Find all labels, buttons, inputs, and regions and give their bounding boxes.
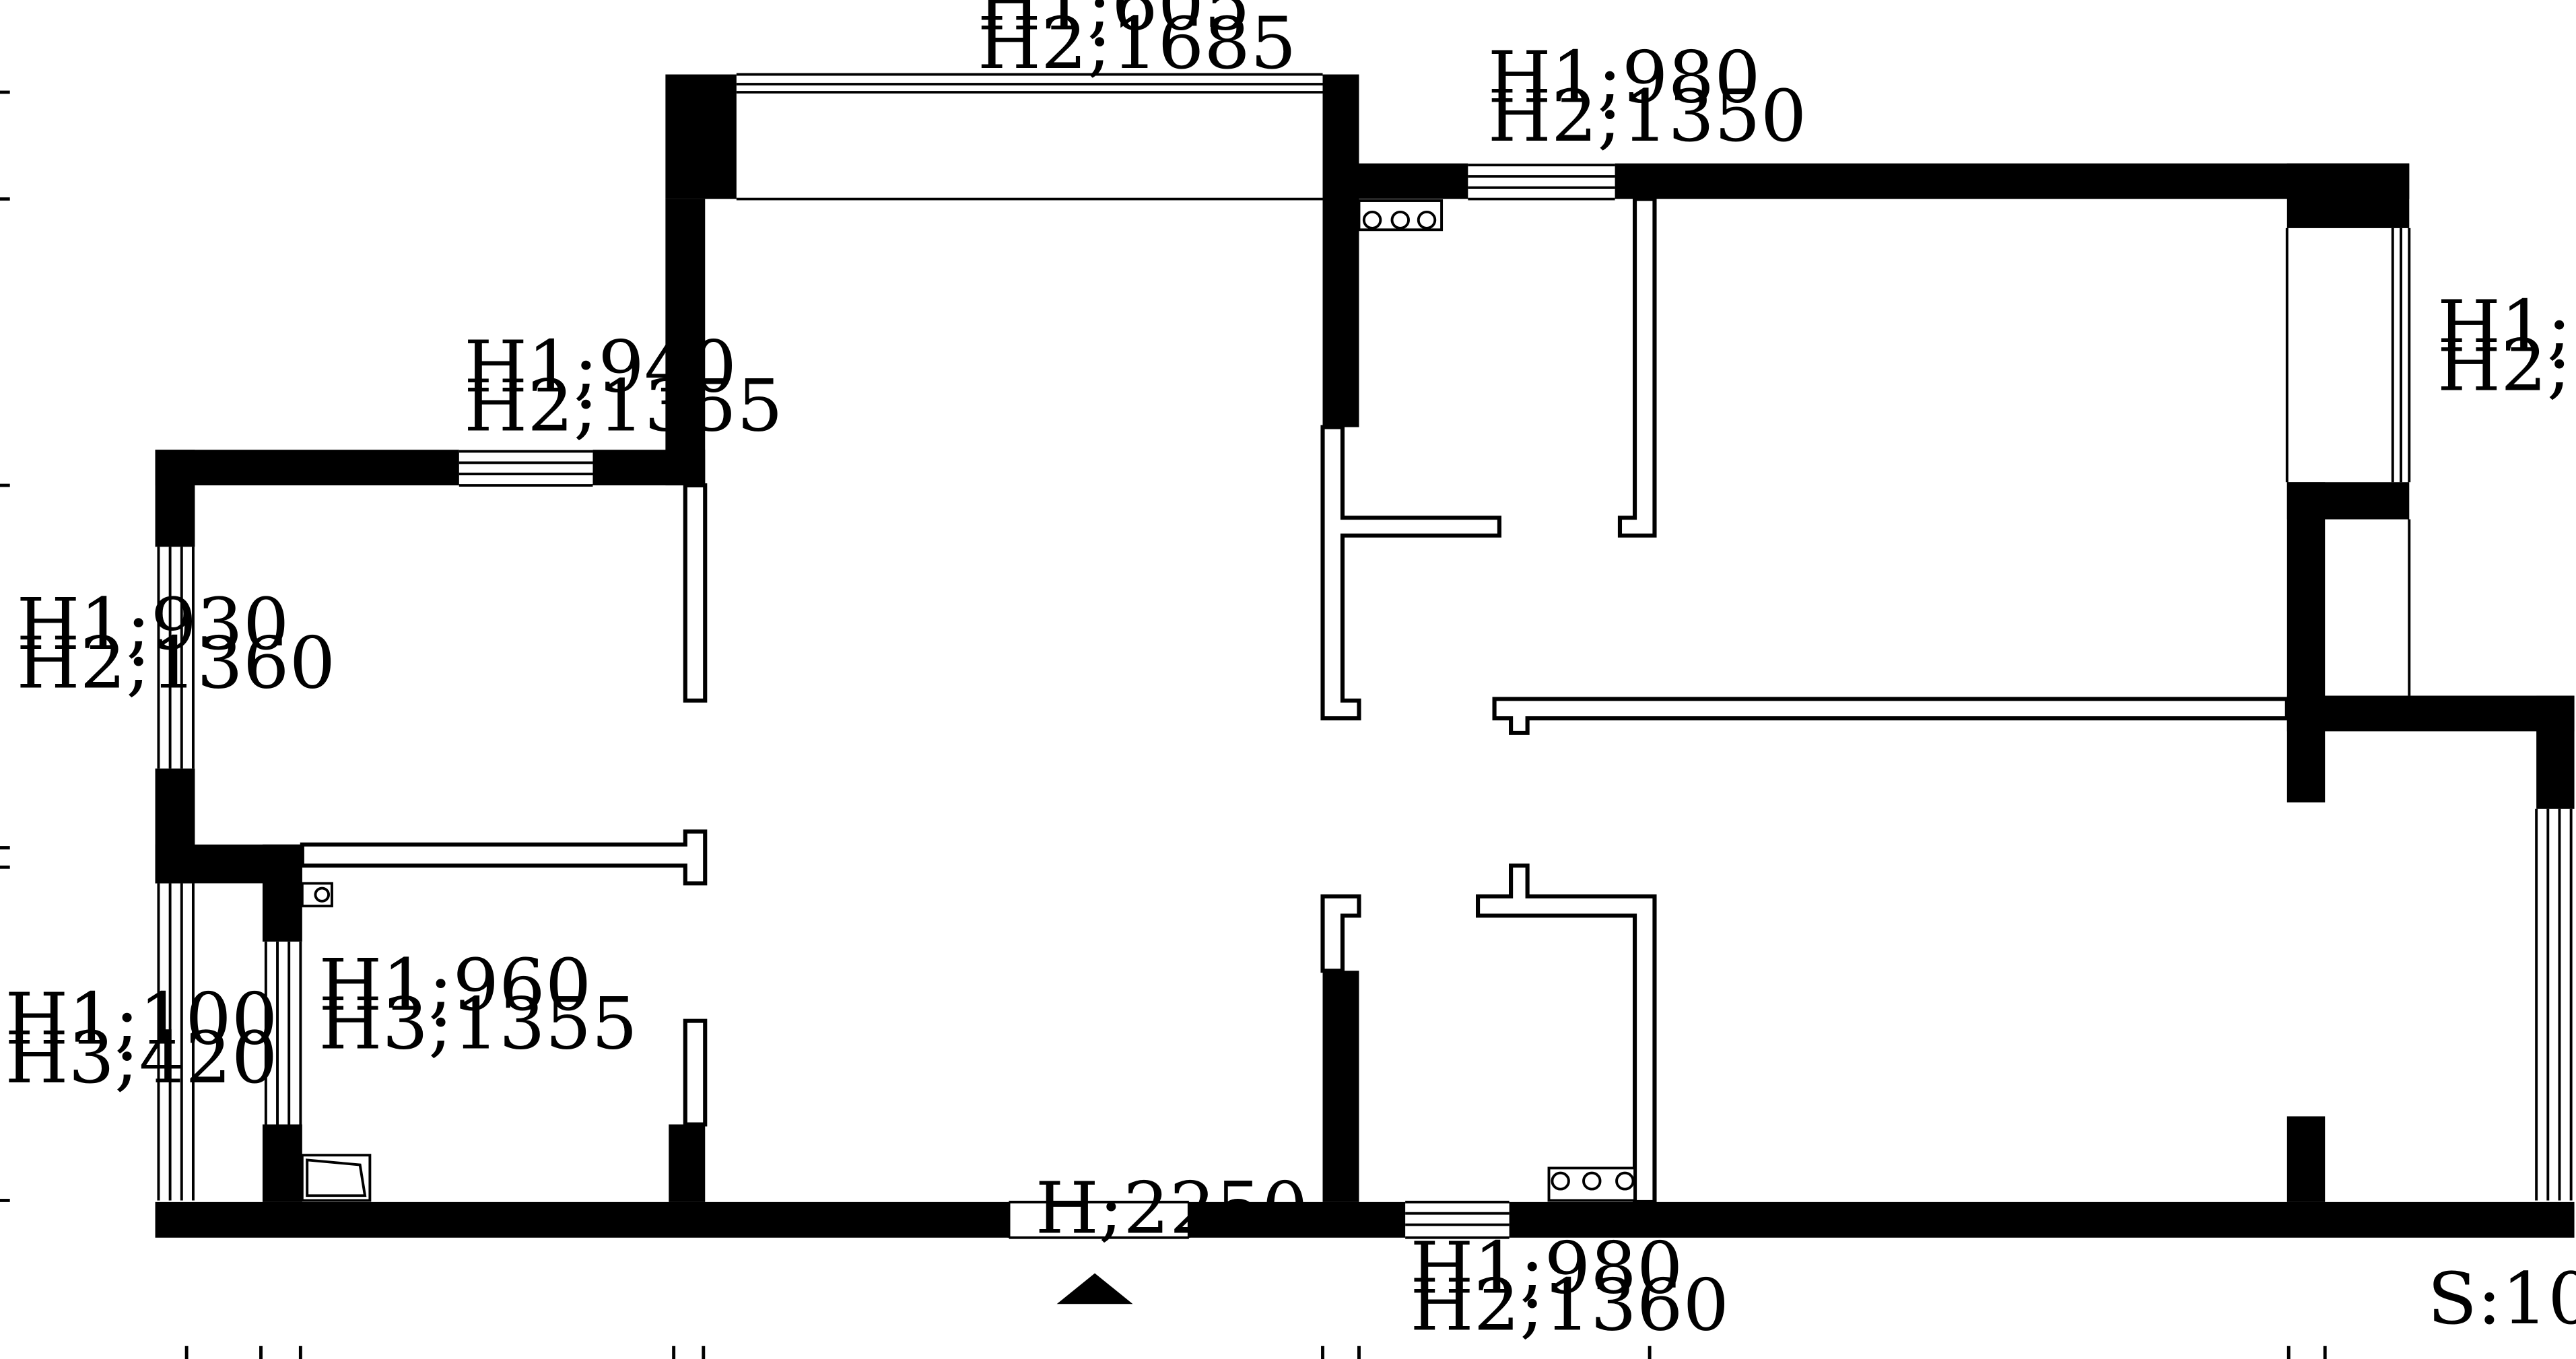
- label-left-lower-h1: H1;100: [5, 978, 277, 1061]
- wall-bathroom-upper: [262, 844, 302, 942]
- window-left-upper-top: [459, 450, 593, 487]
- wall-inner-stub: [669, 1124, 706, 1202]
- toilet: [300, 1154, 372, 1202]
- partition-right-l: [1617, 197, 1657, 538]
- label-left-lower-h3: H3;420: [5, 1017, 277, 1100]
- window-bottom-center: [1405, 1200, 1510, 1239]
- labels: H1;605 H2;1685 H1;980 H2;1350 H1;600 H2;…: [5, 0, 2576, 1347]
- label-right-upper-h2: H2;1690: [2437, 324, 2576, 407]
- wall-right-lower-post: [2536, 695, 2575, 809]
- partition-left-horizontal: [300, 829, 708, 886]
- windows: [157, 73, 2573, 1239]
- wall-center-lower: [1322, 971, 1359, 1202]
- partition-center-lower-stub: [1320, 894, 1361, 973]
- wall-center-divider: [1322, 165, 1359, 427]
- label-bottom-center-h2: H2;1360: [1410, 1265, 1729, 1348]
- window-left-lower: [157, 883, 195, 1201]
- wall-top-right-short: [1322, 163, 1468, 199]
- label-top-center-h2: H2;1685: [978, 3, 1297, 85]
- wall-top-right-long: [1615, 163, 2410, 199]
- label-top-right-h2: H2;1350: [1488, 75, 1807, 158]
- label-bottom-center-h1: H1;980: [1410, 1227, 1683, 1310]
- partition-lower-right: [1475, 863, 1657, 1204]
- label-left-upper-top-h1: H1;940: [464, 326, 737, 409]
- partition-left-lower: [683, 1018, 708, 1127]
- stove-bottom: [1547, 1166, 1637, 1202]
- stove-top: [1357, 199, 1444, 232]
- bottom-ticks: [184, 1346, 2327, 1359]
- partitions: [300, 197, 2289, 1204]
- wall-left-upper-stub: [155, 450, 195, 547]
- wall-upper-left-corner: [592, 450, 706, 486]
- wall-right-lower-horizontal: [2286, 695, 2575, 732]
- window-right-upper: [2285, 228, 2411, 483]
- wall-right-corner: [2286, 163, 2410, 228]
- window-right-lower: [2535, 808, 2573, 1201]
- wall-right-mid-vertical: [2286, 482, 2326, 803]
- wall-left-top: [155, 450, 459, 486]
- label-top-right-h1: H1;980: [1488, 36, 1761, 119]
- wall-right-bottom-post: [2286, 1116, 2326, 1202]
- label-door: H;2250: [1036, 1168, 1308, 1251]
- entrance-arrow-icon: [1056, 1273, 1133, 1304]
- partition-long-horizontal: [1492, 697, 2289, 735]
- fixtures: [300, 199, 1637, 1202]
- wall-center-top-post: [1322, 74, 1359, 166]
- floor-drain: [300, 882, 333, 907]
- wall-bottom-middle: [1188, 1201, 1406, 1238]
- label-right-upper-h1: H1;600: [2437, 286, 2576, 369]
- label-bathroom-h1: H1;960: [318, 944, 591, 1027]
- label-area: S:100㎡: [2427, 1258, 2576, 1341]
- partition-left-upper: [683, 483, 708, 703]
- window-top-right: [1468, 164, 1615, 201]
- label-bathroom-h3: H3;1355: [318, 983, 638, 1066]
- wall-top-left-pillar: [665, 74, 737, 199]
- window-left-wall: [157, 547, 195, 769]
- wall-bottom-right: [1509, 1201, 2575, 1238]
- label-left-wall-h2: H2;1360: [17, 623, 336, 705]
- walls: [155, 74, 2575, 1238]
- wall-upper-left-vertical: [665, 199, 706, 486]
- wall-bottom-left: [155, 1201, 1009, 1238]
- window-top-center: [736, 73, 1323, 201]
- label-left-wall-h1: H1;930: [17, 584, 290, 666]
- margin-ticks: [0, 90, 10, 1202]
- label-top-center-h1: H1;605: [978, 0, 1250, 46]
- wall-bathroom-lower: [262, 1124, 302, 1202]
- window-bathroom: [264, 941, 302, 1125]
- partition-center-t: [1320, 425, 1501, 721]
- label-left-upper-top-h2: H2;1355: [464, 365, 783, 448]
